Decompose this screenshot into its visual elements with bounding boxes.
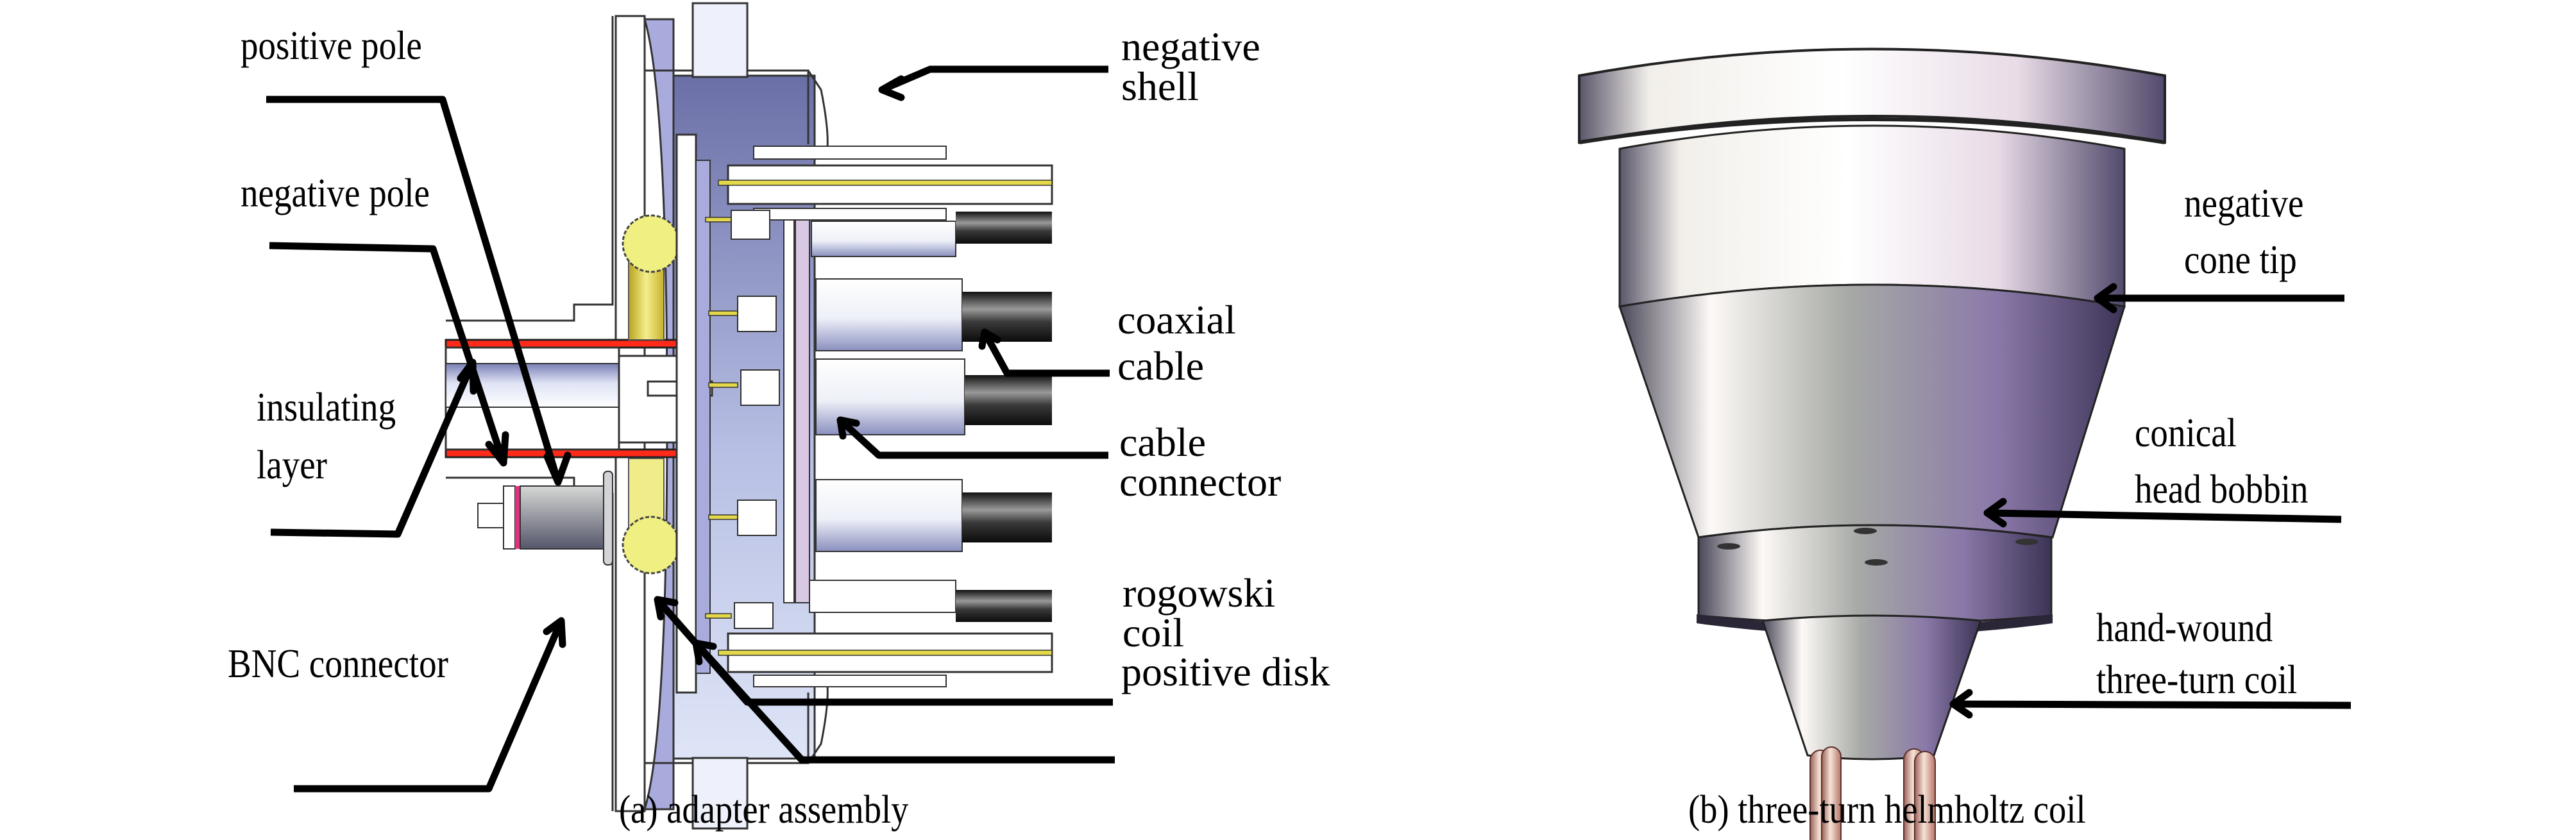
positive-disk-plate — [675, 133, 697, 694]
coax-top-tube — [718, 146, 1053, 221]
leader-cable-connector — [836, 416, 1108, 459]
negative-cone-tip — [1618, 283, 2126, 539]
label-conical-head-bobbin-line2: head bobbin — [2135, 466, 2309, 512]
coaxial-cable-row-1 — [705, 210, 1052, 257]
ring-hole — [1865, 559, 1888, 566]
label-insulating-layer-line1: insulating — [257, 384, 396, 430]
conical-head-bobbin — [1761, 614, 1983, 760]
inner-plate — [783, 217, 795, 603]
top-stub — [691, 2, 749, 78]
pink-disk — [795, 217, 810, 603]
upper-cylinder — [1618, 124, 2126, 308]
top-flange-rim — [1579, 117, 2165, 144]
shell-top-contour — [645, 69, 829, 148]
label-insulating-layer-line2: layer — [257, 442, 327, 487]
ring-hole — [2015, 539, 2038, 545]
coaxial-cable-row-4 — [708, 479, 1052, 552]
coaxial-cable-row-3 — [708, 358, 1052, 435]
bnc-connector — [477, 471, 613, 566]
rogowski-coil-lower-section — [622, 516, 681, 575]
label-negative-cone-tip-line1: negative — [2184, 180, 2304, 226]
ring-hole — [1854, 528, 1877, 534]
label-hand-wound-coil-line1: hand-wound — [2096, 605, 2273, 650]
leader-conical-head-bobbin — [1983, 498, 2342, 528]
label-cable-connector-line1: cable — [1119, 419, 1206, 465]
label-negative-shell-line1: negative — [1121, 24, 1260, 69]
leader-positive-disk — [692, 639, 1115, 764]
label-positive-disk: positive disk — [1121, 649, 1330, 694]
outer-conductor-lower-red — [445, 448, 681, 458]
positive-disk-blue — [695, 160, 711, 674]
label-rogowski-coil-line2: coil — [1123, 610, 1184, 655]
leader-insulating-layer — [270, 358, 477, 538]
hand-wound-three-turn-coil — [1809, 746, 1936, 840]
ring-hole — [1717, 543, 1740, 550]
lower-ring — [1697, 524, 2053, 625]
caption-panel-a: (a) adapter assembly — [619, 788, 909, 832]
coaxial-cable-row-5 — [705, 580, 1052, 629]
label-coaxial-cable-line2: cable — [1117, 343, 1204, 389]
caption-panel-b: (b) three-turn helmholtz coil — [1688, 788, 2086, 832]
coax-bottom-tube — [718, 632, 1053, 687]
leader-bnc-connector — [294, 617, 566, 793]
pole-end-block — [618, 355, 681, 444]
outer-conductor-upper-red — [445, 339, 681, 349]
label-conical-head-bobbin-line1: conical — [2135, 410, 2237, 455]
leader-negative-cone-tip — [2094, 283, 2344, 314]
label-negative-cone-tip-line2: cone tip — [2184, 237, 2297, 282]
coaxial-cable-row-2 — [708, 278, 1052, 351]
pole-housing-upper — [446, 16, 614, 322]
label-cable-connector-line2: connector — [1119, 459, 1282, 505]
leader-coaxial-cable — [978, 328, 1110, 377]
panel-b-helmholtz-coil — [1578, 47, 2351, 840]
label-rogowski-coil-line1: rogowski — [1123, 570, 1276, 616]
label-hand-wound-coil-line2: three-turn coil — [2096, 657, 2298, 702]
bottom-stub — [691, 757, 749, 830]
label-negative-shell-line2: shell — [1121, 63, 1199, 109]
leader-negative-shell — [878, 65, 1108, 101]
leader-positive-pole — [266, 96, 572, 486]
label-positive-pole: positive pole — [241, 22, 422, 68]
label-negative-pole: negative pole — [241, 170, 430, 215]
label-coaxial-cable-line1: coaxial — [1117, 297, 1236, 342]
leader-hand-wound-coil — [1949, 689, 2351, 719]
label-bnc-connector: BNC connector — [228, 641, 448, 686]
leader-negative-pole — [269, 242, 509, 467]
panel-a-adapter-assembly — [266, 2, 1115, 830]
rogowski-coil-upper-section — [622, 214, 681, 273]
